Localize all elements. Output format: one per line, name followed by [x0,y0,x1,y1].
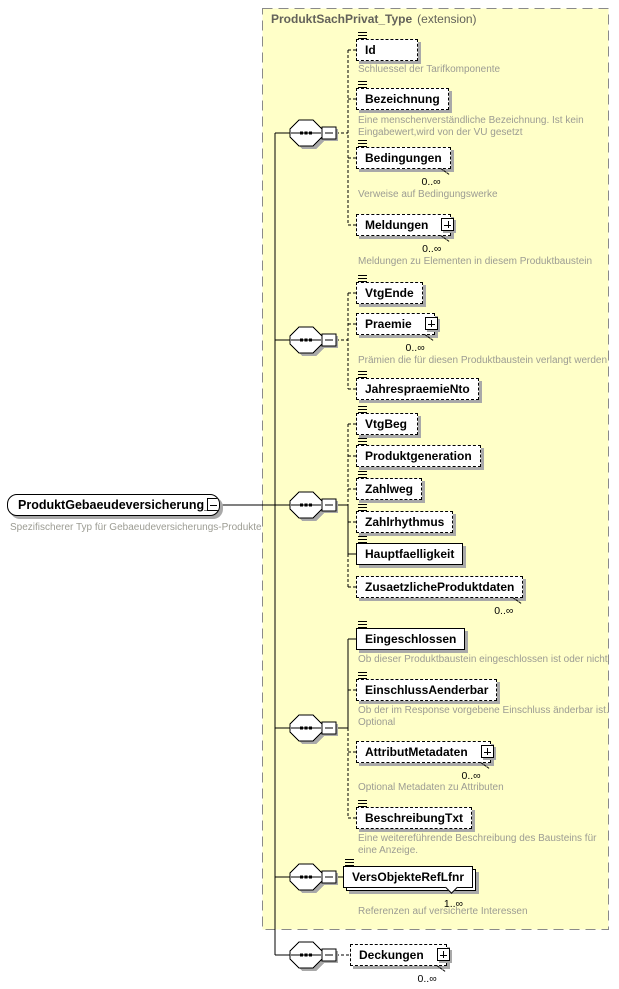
branch-group-3 [336,423,357,588]
expand-icon[interactable] [441,218,455,231]
element-name: Id [365,43,376,57]
element-bedingungen[interactable]: Bedingungen 0..∞ [356,140,451,188]
container-type-name: ProduktSachPrivat_Type [271,12,413,26]
element-bezeichnung-description: Eine menschenverständliche Bezeichnung. … [358,115,584,138]
simple-content-icon [358,371,367,379]
element-name: Bedingungen [365,151,442,165]
sequence-compositor [289,714,338,744]
element-name: Meldungen [365,218,429,232]
element-meldungen-description: Meldungen zu Elementen in diesem Produkt… [358,256,593,267]
element-bezeichnung[interactable]: Bezeichnung [356,81,449,110]
container-header: ProduktSachPrivat_Type (extension) [271,12,477,26]
element-versobjektereflfnr[interactable]: VersObjekteRefLfnr 1..∞ [343,859,474,910]
element-vtgende[interactable]: VtgEnde [356,275,423,304]
simple-content-icon [358,672,367,680]
occurrence-label: 0..∞ [494,605,514,617]
occurrence-label: 0..∞ [405,342,425,354]
sequence-compositor [289,863,338,893]
simple-content-icon [358,32,367,40]
sequence-compositor [289,491,338,521]
element-einschlussaenderbar-description: Ob der im Response vorgebene Einschluss … [358,705,609,728]
element-beschreibungtxt[interactable]: BeschreibungTxt [356,800,473,829]
element-name: Zahlweg [365,482,414,496]
element-id[interactable]: Id [356,32,418,61]
expand-icon[interactable] [436,948,450,961]
element-versobjektereflfnr-description: Referenzen auf versicherte Interessen [358,906,528,917]
simple-content-icon [358,140,367,148]
element-praemie-description: Prämien die für diesen Produktbaustein v… [358,355,608,366]
element-deckungen[interactable]: Deckungen 0..∞ [350,944,450,985]
element-name: VersObjekteRefLfnr [352,870,465,884]
element-einschlussaenderbar[interactable]: EinschlussAenderbar [356,672,498,701]
branch-group-4 [336,638,357,819]
element-produktgeneration[interactable]: Produktgeneration [356,438,481,467]
element-vtgbeg[interactable]: VtgBeg [356,406,418,435]
element-name: Eingeschlossen [365,632,457,646]
occurrence-label: 0..∞ [461,770,481,782]
element-name: Deckungen [359,948,424,962]
element-hauptfaelligkeit[interactable]: Hauptfaelligkeit [356,536,464,565]
expand-icon[interactable] [424,317,438,330]
simple-content-icon [358,621,367,629]
element-name: VtgBeg [365,417,407,431]
element-id-description: Schluessel der Tarifkomponente [358,64,501,75]
simple-content-icon [358,438,367,446]
simple-content-icon [358,536,367,544]
element-zahlweg[interactable]: Zahlweg [356,471,423,500]
occurrence-label: 0..∞ [421,176,441,188]
root-element-label: ProduktGebaeudeversicherung_T... [18,498,220,512]
element-name: Zahlrhythmus [365,515,445,529]
container-type-suffix: (extension) [417,12,477,26]
element-name: BeschreibungTxt [365,811,464,825]
element-name: Hauptfaelligkeit [365,547,455,561]
simple-content-icon [358,471,367,479]
element-name: AttributMetadaten [365,745,468,759]
element-eingeschlossen[interactable]: Eingeschlossen [356,621,466,650]
element-name: JahrespraemieNto [365,382,470,396]
element-name: Produktgeneration [365,449,472,463]
element-eingeschlossen-description: Ob dieser Produktbaustein eingeschlossen… [358,654,608,665]
root-element[interactable]: ProduktGebaeudeversicherung_T... [7,494,220,516]
occurrence-label: 0..∞ [422,243,442,255]
root-collapse-button[interactable] [207,498,219,511]
element-name: Praemie [365,317,412,331]
element-attributmetadaten-description: Optional Metadaten zu Attributen [358,782,504,793]
root-element-description: Spezifischerer Typ für Gebaeudeversicher… [10,522,262,533]
sequence-compositor [289,941,338,971]
simple-content-icon [358,81,367,89]
element-bedingungen-description: Verweise auf Bedingungswerke [358,189,498,200]
simple-content-icon [358,800,367,808]
element-name: Bezeichnung [365,92,440,106]
element-beschreibungtxt-description: Eine weitereführende Beschreibung des Ba… [358,833,597,856]
element-name: EinschlussAenderbar [365,683,489,697]
element-name: ZusaetzlicheProduktdaten [365,580,515,594]
element-zahlrhythmus[interactable]: Zahlrhythmus [356,504,454,533]
simple-content-icon [345,859,354,867]
simple-content-icon [358,504,367,512]
occurrence-label: 1..∞ [443,898,464,910]
element-meldungen[interactable]: Meldungen 0..∞ [356,214,455,255]
element-jahrespraemiento[interactable]: JahrespraemieNto [356,371,479,400]
sequence-compositor [289,119,338,149]
sequence-compositor [289,326,338,356]
element-name: VtgEnde [365,286,414,300]
expand-icon[interactable] [480,745,494,758]
occurrence-label: 0..∞ [417,973,437,985]
simple-content-icon [358,275,367,283]
element-attributmetadaten[interactable]: AttributMetadaten 0..∞ [356,741,494,782]
element-praemie[interactable]: Praemie 0..∞ [356,313,438,354]
simple-content-icon [358,406,367,414]
element-zusaetzlicheproduktdaten[interactable]: ZusaetzlicheProduktdaten 0..∞ [356,576,524,617]
